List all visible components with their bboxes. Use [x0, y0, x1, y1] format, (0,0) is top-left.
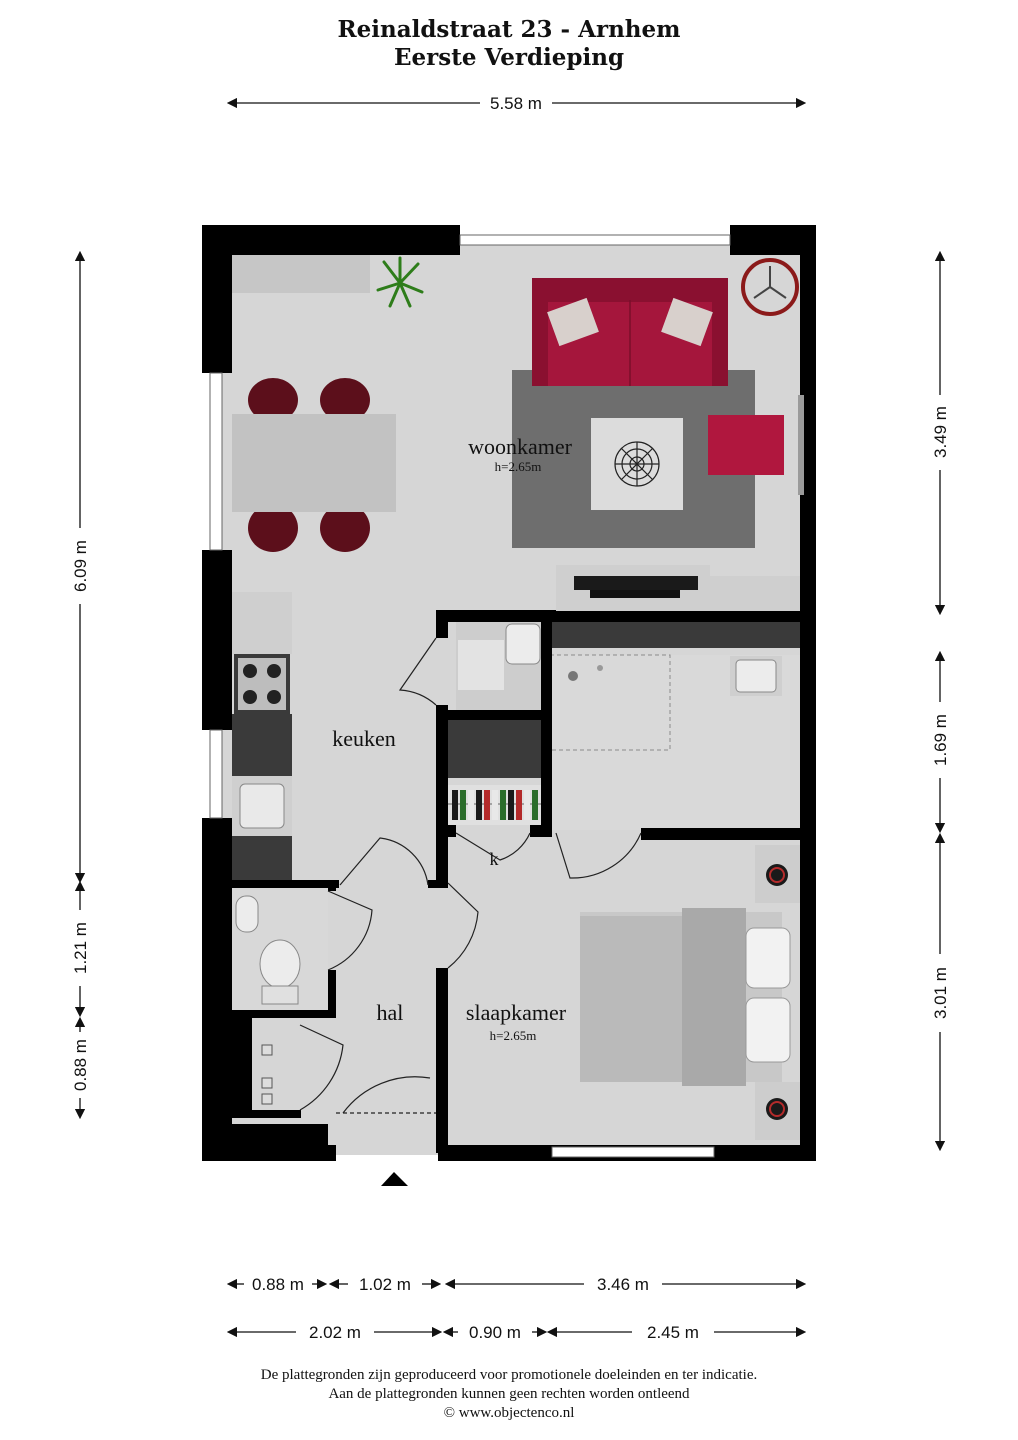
sink-icon: [232, 776, 292, 836]
dim-left-total: 6.09 m: [71, 540, 90, 592]
dim-bottom-2b: 0.90 m: [469, 1323, 521, 1342]
plant-icon: [376, 256, 424, 308]
dim-bottom-2c: 2.45 m: [647, 1323, 699, 1342]
sideboard: [232, 255, 370, 293]
kitchen-counter: [232, 592, 292, 654]
washbasin-icon: [730, 656, 782, 696]
meter-cupboard: [261, 1044, 273, 1105]
windows: [209, 234, 731, 1158]
dim-bottom-2a: 2.02 m: [309, 1323, 361, 1342]
ottoman: [708, 415, 784, 475]
bed-icon: [580, 908, 791, 1086]
room-label-hal: hal: [377, 1000, 404, 1025]
dim-top-width: 5.58 m: [490, 94, 542, 113]
boiler: [505, 623, 541, 665]
plan-subtitle: Eerste Verdieping: [393, 44, 625, 71]
nightstand-lamp-icon: [755, 1082, 800, 1140]
dim-left-bottom: 0.88 m: [71, 1039, 90, 1091]
shower-icon: [568, 665, 603, 681]
doors: [299, 637, 642, 1114]
disclaimer-line-2: Aan de plattegronden kunnen geen rechten…: [328, 1386, 690, 1402]
outer-walls: [202, 225, 816, 1161]
table-ornament-icon: [614, 441, 660, 487]
washer: [458, 640, 504, 690]
dim-right-mid: 1.69 m: [931, 714, 950, 766]
stove-icon: [234, 654, 290, 714]
dim-bottom-1b: 1.02 m: [359, 1275, 411, 1294]
entrance-arrow-icon: [381, 1172, 408, 1186]
plan-title: Reinaldstraat 23 - Arnhem: [337, 16, 681, 43]
bath-cabinet: [552, 622, 800, 648]
closet: [448, 785, 541, 825]
dim-right-top: 3.49 m: [931, 406, 950, 458]
room-label-slaapkamer: slaapkamer: [466, 1000, 567, 1025]
radiator: [798, 395, 804, 495]
floor-lamp-icon: [741, 258, 799, 316]
tv-icon: [556, 565, 800, 611]
kitchen-cabinet: [232, 714, 292, 776]
toilet-icon: [235, 895, 301, 1005]
shower-area: [549, 654, 671, 751]
room-label-woonkamer: woonkamer: [468, 434, 573, 459]
copyright: © www.objectenco.nl: [443, 1405, 575, 1421]
sofa: [532, 278, 728, 386]
room-label-kast: k: [490, 849, 499, 869]
kitchen-cabinet: [232, 836, 292, 880]
nightstand-lamp-icon: [755, 845, 800, 903]
dim-left-mid: 1.21 m: [71, 922, 90, 974]
dim-bottom-1c: 3.46 m: [597, 1275, 649, 1294]
dim-bottom-1a: 0.88 m: [252, 1275, 304, 1294]
storage-cabinet: [448, 720, 541, 778]
room-label-keuken: keuken: [332, 726, 396, 751]
room-height-slaapkamer: h=2.65m: [490, 1028, 537, 1043]
dim-right-bottom: 3.01 m: [931, 967, 950, 1019]
disclaimer-line-1: De plattegronden zijn geproduceerd voor …: [260, 1367, 758, 1383]
dining-set: [232, 378, 396, 552]
room-height-woonkamer: h=2.65m: [495, 459, 542, 474]
interior-walls: [221, 610, 808, 1153]
dimension-lines: [74, 97, 946, 1338]
